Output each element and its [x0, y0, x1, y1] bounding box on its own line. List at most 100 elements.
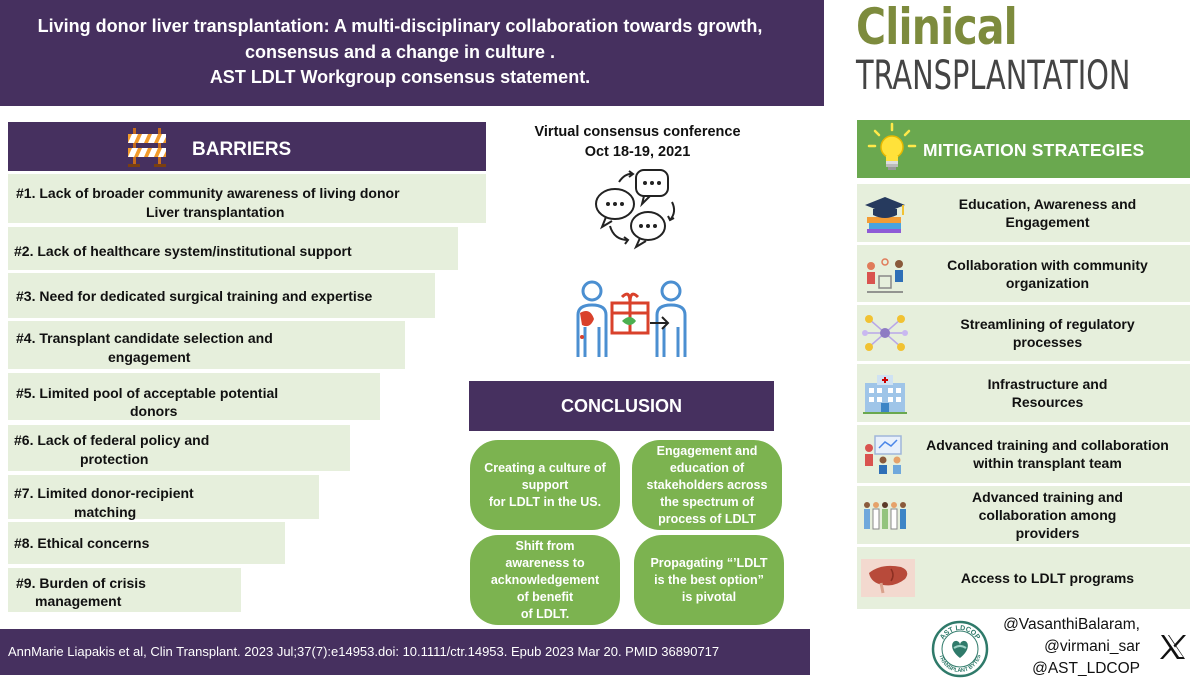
barrier-item-7: #7. Limited donor-recipient matching — [8, 475, 319, 520]
conclusion-line: support — [521, 477, 569, 492]
handle-virmani[interactable]: @virmani_sar — [1044, 638, 1140, 655]
mitigation-line: Engagement — [1005, 214, 1090, 230]
mitigation-line: Education, Awareness and — [958, 196, 1137, 212]
mitigation-item-3: Streamlining of regulatory processes — [857, 305, 1190, 361]
ast-ldcop-badge-icon: AST LDCOP TRANSPLANT BYTES — [931, 620, 989, 678]
conclusion-line: of benefit — [516, 589, 574, 604]
barrier-item-text: #5. Limited pool of acceptable potential — [16, 385, 279, 401]
conclusion-line: for LDLT in the US. — [488, 494, 602, 509]
conclusion-line: the spectrum of — [660, 494, 754, 509]
road-barrier-icon — [128, 128, 166, 167]
mitigation-item-2: Collaboration with community organizatio… — [857, 245, 1190, 302]
barrier-item-text: Liver transplantation — [146, 204, 285, 220]
mitigation-title: MITIGATION STRATEGIES — [923, 140, 1145, 160]
barrier-item-text: #2. Lack of healthcare system/institutio… — [14, 243, 352, 259]
conclusion-line: Propagating “’LDLT — [650, 555, 768, 570]
lightbulb-icon — [867, 122, 917, 170]
conclusion-title: CONCLUSION — [561, 396, 682, 416]
title-line-1: Living donor liver transplantation: A mu… — [37, 16, 763, 36]
mitigation-item-7: Access to LDLT programs — [857, 547, 1190, 609]
mitigation-line: Advanced training and collaboration — [926, 437, 1169, 453]
liver-icon — [861, 559, 915, 597]
barrier-item-text: #8. Ethical concerns — [14, 535, 150, 551]
mitigation-header: MITIGATION STRATEGIES — [857, 120, 1190, 178]
conclusion-bubble-4: Propagating “’LDLT is the best option” i… — [634, 535, 784, 625]
conclusion-bubble-2: Engagement and education of stakeholders… — [632, 440, 782, 530]
hospital-building-icon — [863, 375, 907, 414]
conclusion-line: is pivotal — [681, 589, 737, 604]
mitigation-line: providers — [1015, 525, 1080, 541]
barrier-item-text: #4. Transplant candidate selection and — [16, 330, 273, 346]
x-logo-icon — [1160, 635, 1186, 659]
conference-title: Virtual consensus conference — [534, 124, 741, 140]
barrier-item-9: #9. Burden of crisis management — [8, 568, 241, 612]
conference-dates: Oct 18-19, 2021 — [584, 144, 691, 160]
barrier-item-1: #1. Lack of broader community awareness … — [8, 174, 486, 223]
conclusion-line: of LDLT. — [520, 606, 570, 621]
journal-logo: Clinical TRANSPLANTATION — [856, 0, 1186, 110]
conclusion-bubble-1: Creating a culture of support for LDLT i… — [470, 440, 620, 530]
community-people-icon — [867, 257, 903, 293]
process-flow-icon — [862, 315, 908, 351]
conclusion-line: Shift from — [515, 538, 575, 553]
barriers-header: BARRIERS — [8, 122, 486, 171]
mitigation-item-4: Infrastructure and Resources — [857, 364, 1190, 422]
mitigation-line: Collaboration with community — [947, 256, 1148, 273]
conclusion-line: education of — [669, 460, 745, 475]
barrier-item-text: matching — [74, 504, 137, 520]
title-line-3: AST LDLT Workgroup consensus statement. — [209, 67, 591, 87]
barrier-item-text: #1. Lack of broader community awareness … — [16, 185, 400, 201]
conclusion-line: stakeholders across — [646, 477, 768, 492]
mitigation-line: processes — [1012, 334, 1083, 350]
mitigation-item-1: Education, Awareness and Engagement — [857, 184, 1190, 242]
handle-vasanthi[interactable]: @VasanthiBalaram, — [1003, 616, 1140, 633]
title-line-2: consensus and a change in culture . — [244, 42, 556, 62]
conclusion-line: Engagement and — [656, 443, 758, 458]
mitigation-item-5: Advanced training and collaboration with… — [857, 425, 1190, 483]
barrier-item-6: #6. Lack of federal policy and protectio… — [8, 425, 350, 471]
mitigation-line: Advanced training and — [972, 489, 1123, 505]
mitigation-line: Access to LDLT programs — [960, 570, 1135, 586]
conclusion-header: CONCLUSION — [469, 381, 774, 431]
citation-footer: AnnMarie Liapakis et al, Clin Transplant… — [0, 629, 810, 675]
mitigation-line: Resources — [1011, 394, 1084, 410]
conclusion-bubble-3: Shift from awareness to acknowledgement … — [470, 535, 620, 625]
barrier-item-3: #3. Need for dedicated surgical training… — [8, 273, 435, 318]
barrier-item-4: #4. Transplant candidate selection and e… — [8, 321, 405, 369]
conclusion-line: Creating a culture of — [484, 460, 606, 475]
graduation-cap-icon — [865, 197, 905, 233]
citation-text: AnnMarie Liapakis et al, Clin Transplant… — [8, 644, 720, 659]
mitigation-line: organization — [1005, 274, 1090, 291]
barrier-item-text: management — [35, 593, 122, 609]
barrier-item-text: donors — [130, 403, 178, 419]
mitigation-line: Infrastructure and — [987, 376, 1108, 392]
journal-logo-clinical: Clinical — [856, 0, 1018, 56]
barrier-item-text: #3. Need for dedicated surgical training… — [16, 288, 373, 304]
barrier-item-text: #9. Burden of crisis — [16, 575, 146, 591]
barrier-item-text: #6. Lack of federal policy and — [14, 432, 210, 448]
barriers-title: BARRIERS — [192, 139, 292, 160]
barrier-item-text: protection — [80, 451, 149, 467]
mitigation-item-6: Advanced training and collaboration amon… — [857, 486, 1190, 544]
barrier-item-5: #5. Limited pool of acceptable potential… — [8, 373, 380, 420]
mitigation-line: collaboration among — [978, 507, 1117, 523]
conclusion-line: is the best option” — [654, 572, 764, 587]
chat-bubbles-icon — [595, 169, 676, 250]
barrier-item-text: #7. Limited donor-recipient — [14, 485, 194, 501]
barrier-item-2: #2. Lack of healthcare system/institutio… — [8, 227, 458, 270]
conclusion-line: awareness to — [505, 555, 585, 570]
mitigation-line: Streamlining of regulatory — [960, 316, 1135, 332]
barrier-item-text: engagement — [108, 349, 191, 365]
handle-ast-ldcop[interactable]: @AST_LDCOP — [1032, 660, 1140, 677]
title-banner: Living donor liver transplantation: A mu… — [0, 0, 824, 106]
organ-donation-icon — [570, 277, 694, 361]
journal-logo-transplantation: TRANSPLANTATION — [856, 53, 1131, 99]
conference-info: Virtual consensus conference Oct 18-19, … — [500, 122, 775, 162]
team-training-icon — [865, 435, 902, 474]
conclusion-line: acknowledgement — [490, 572, 600, 587]
social-handles: @VasanthiBalaram, @virmani_sar @AST_LDCO… — [1000, 614, 1140, 680]
mitigation-line: within transplant team — [973, 455, 1122, 471]
conclusion-line: process of LDLT — [658, 511, 756, 526]
barrier-item-8: #8. Ethical concerns — [8, 522, 285, 564]
medical-staff-icon — [864, 502, 906, 530]
